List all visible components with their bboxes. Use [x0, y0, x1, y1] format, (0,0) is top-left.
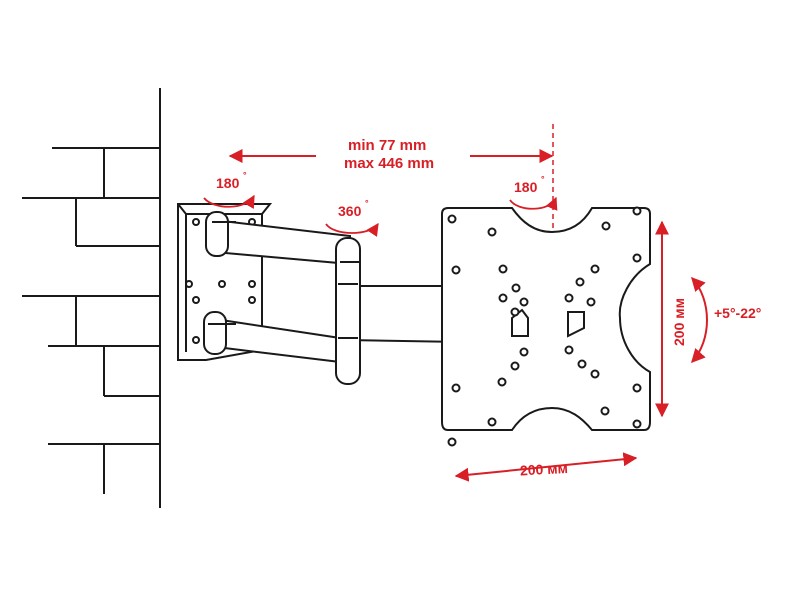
brick-wall — [22, 88, 161, 508]
wall-swivel-arc — [203, 194, 255, 209]
dimension-annotations — [203, 124, 708, 482]
width-arrow — [454, 452, 638, 482]
tilt-arc — [691, 276, 708, 364]
tv-mounting-plate — [441, 206, 651, 447]
min-extension-label: min 77 mm — [348, 137, 426, 154]
wall-swivel-label: 180 — [216, 175, 240, 191]
mounting-holes — [447, 206, 642, 447]
plate-swivel-arc — [509, 196, 558, 211]
vesa-width-label: 200 мм — [520, 460, 569, 478]
max-extension-label: max 446 mm — [344, 155, 434, 172]
upper-wall-hinge — [205, 211, 229, 257]
tilt-range-label: +5°-22° — [714, 305, 761, 321]
central-pivot — [335, 237, 361, 385]
plate-swivel-label: 180 — [514, 179, 538, 195]
wall-swivel-degree: ° — [243, 170, 247, 180]
plate-swivel-degree: ° — [541, 174, 545, 184]
arm-rotation-label: 360 — [338, 203, 362, 219]
lower-wall-hinge — [203, 311, 227, 355]
vesa-height-label: 200 мм — [671, 298, 687, 346]
arm-rotation-degree: ° — [365, 198, 369, 208]
arm-rotation-arc — [325, 222, 379, 237]
